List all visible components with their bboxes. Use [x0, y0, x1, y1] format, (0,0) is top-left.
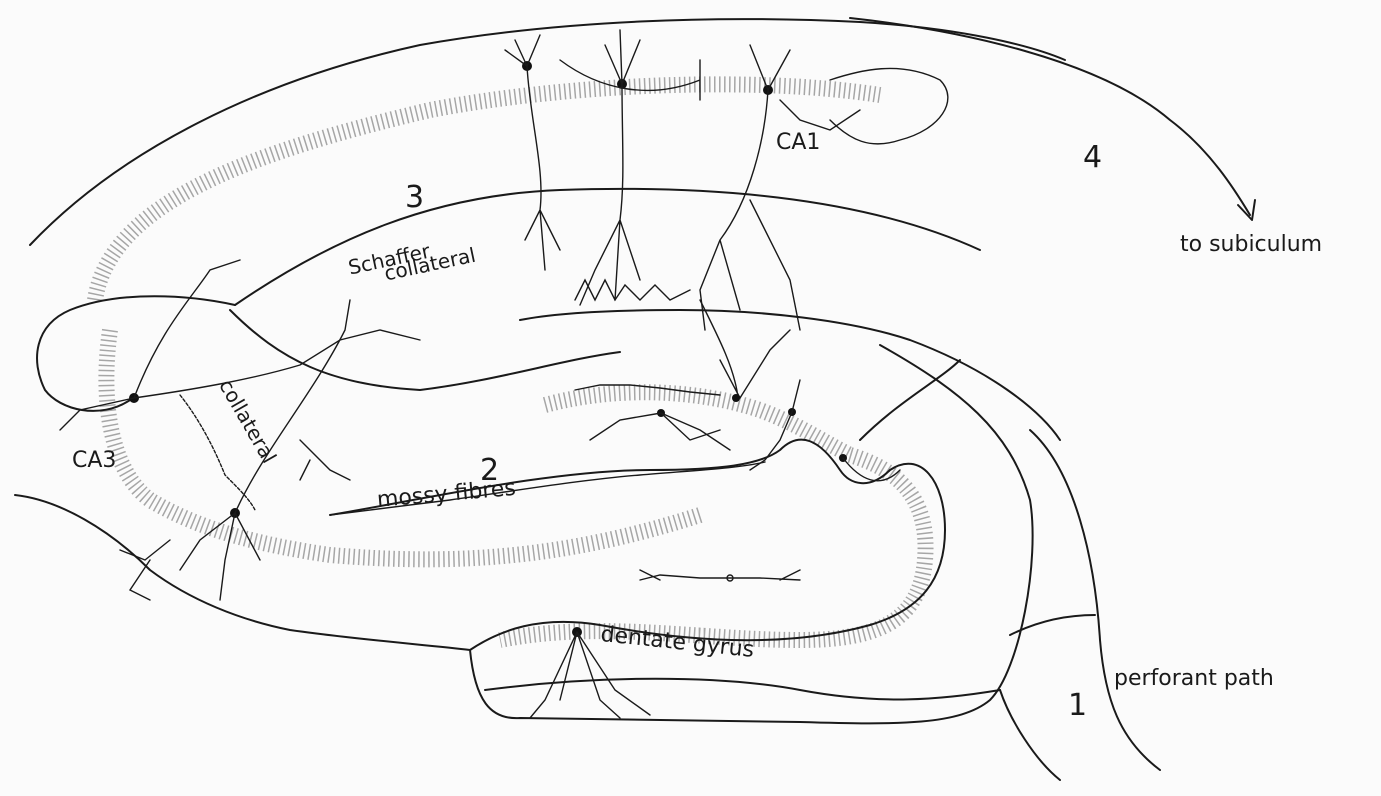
subiculum-axon — [850, 18, 1250, 215]
dentate-outer-outline — [15, 345, 1033, 723]
ca3-label: CA3 — [72, 448, 116, 473]
to-subiculum-label: to subiculum — [1180, 232, 1322, 257]
region-3-label: 3 — [405, 180, 424, 215]
ca3-inner-stipple — [106, 330, 700, 559]
dentate-inner-outline — [330, 440, 945, 650]
region-1-label: 1 — [1068, 688, 1087, 723]
dentate-upper-stipple — [545, 392, 850, 455]
outer-outline — [30, 19, 1065, 245]
region-4-label: 4 — [1083, 140, 1102, 175]
perforant-path-line — [1000, 690, 1060, 780]
inner-arc-3 — [235, 189, 980, 305]
perforant-path-branch — [860, 360, 960, 440]
ca1-pyramidal-cells — [505, 30, 948, 398]
perforant-path-long — [1030, 430, 1160, 770]
ca-pyramidal-layer-stipple — [95, 84, 880, 300]
ca1-label: CA1 — [776, 130, 820, 155]
perforant-path-label: perforant path — [1114, 666, 1274, 691]
stratum-lucidum-line — [230, 310, 620, 390]
